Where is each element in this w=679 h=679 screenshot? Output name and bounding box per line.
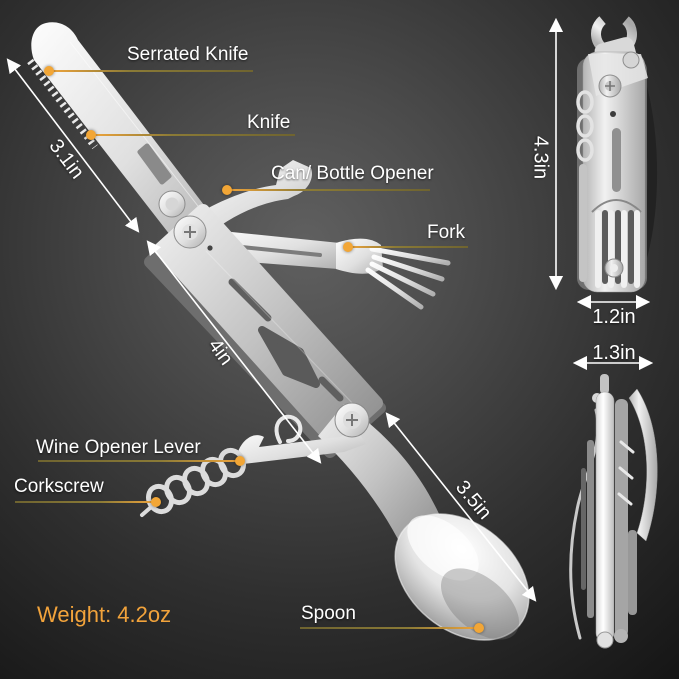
label-fork: Fork xyxy=(427,222,465,243)
weight-text: Weight: 4.2oz xyxy=(37,602,172,627)
arrow-spoon-length xyxy=(385,412,537,602)
leader-line-can-bottle-opener xyxy=(227,189,430,191)
label-can-bottle-opener: Can/ Bottle Opener xyxy=(271,163,434,184)
marker-dot-corkscrew xyxy=(151,497,161,507)
label-wine-opener-lever: Wine Opener Lever xyxy=(36,437,201,458)
label-corkscrew: Corkscrew xyxy=(14,476,104,497)
label-knife: Knife xyxy=(247,112,291,133)
folded-side-view xyxy=(569,374,658,649)
dimension-folded-thickness: 1.3in xyxy=(592,342,636,364)
leader-line-spoon xyxy=(300,627,479,629)
dimension-folded-height: 4.3in xyxy=(529,135,552,180)
leader-line-knife xyxy=(91,134,295,136)
label-spoon: Spoon xyxy=(301,603,356,624)
marker-dot-fork xyxy=(343,242,353,252)
leader-line-fork xyxy=(348,246,468,248)
label-serrated-knife: Serrated Knife xyxy=(127,44,249,65)
marker-dot-knife xyxy=(86,130,96,140)
dimension-folded-width: 1.2in xyxy=(592,306,636,328)
leader-line-serrated-knife xyxy=(49,70,253,72)
corkscrew-shape xyxy=(140,447,246,517)
leader-line-corkscrew xyxy=(15,501,156,503)
marker-dot-wine-opener-lever xyxy=(235,456,245,466)
dimension-arrows xyxy=(6,17,654,602)
marker-dot-spoon xyxy=(474,623,484,633)
marker-dot-serrated-knife xyxy=(44,66,54,76)
unfolded-tool xyxy=(27,22,530,641)
arrow-handle-length xyxy=(146,240,322,464)
upper-pivot-screws xyxy=(158,190,213,251)
folded-front-view xyxy=(576,11,658,293)
leader-line-wine-opener-lever xyxy=(38,460,240,462)
marker-dot-can-bottle-opener xyxy=(222,185,232,195)
arrow-serrated-knife-length xyxy=(6,58,140,233)
lower-pivot-screw xyxy=(334,402,370,438)
